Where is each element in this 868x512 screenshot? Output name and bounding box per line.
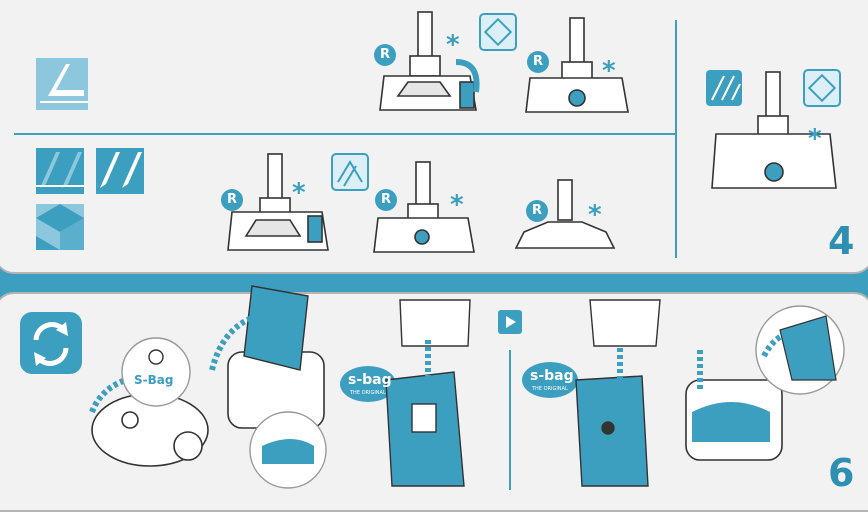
bag-holder-2: [575, 299, 661, 487]
s-bag-callout: [121, 337, 191, 407]
s-bag-logo-text-2: s-bag: [530, 368, 574, 384]
r-label-4: R: [381, 192, 392, 207]
step-number-4: 4: [828, 219, 855, 263]
nozzle-4: [227, 153, 329, 251]
r-label-3: R: [227, 192, 238, 207]
bag-holder-1: [385, 299, 471, 487]
r-badge-5: [526, 200, 548, 222]
replace-cycle-icon: [20, 312, 82, 374]
asterisk-5: *: [450, 190, 464, 220]
s-bag-logo-text-1: s-bag: [348, 372, 392, 388]
close-lid-arrow: [761, 329, 793, 358]
nozzle-1: [379, 11, 477, 111]
s-bag-callout-label: S-Bag: [134, 373, 174, 387]
nozzle-6: [514, 179, 616, 249]
vacuum-open: [227, 285, 327, 489]
vacuum-close-lid: [685, 305, 845, 461]
r-badge-4: [375, 189, 397, 211]
s-bag-tagline-2: THE ORIGINAL: [532, 386, 568, 392]
asterisk-4: *: [292, 178, 306, 208]
step-number-6: 6: [828, 451, 855, 495]
rotate-arrow-1: [455, 59, 480, 93]
r-label-5: R: [532, 203, 543, 218]
nozzle-2: [525, 17, 629, 113]
floor-hard-icon: [36, 58, 88, 110]
asterisk-1: *: [446, 30, 460, 60]
asterisk-6: *: [588, 200, 602, 230]
play-next-icon: [498, 310, 522, 334]
r-badge-3: [221, 189, 243, 211]
s-bag-logo-1: [340, 366, 396, 402]
rug-icon: [706, 69, 841, 107]
floor-tile-icon: [36, 204, 84, 250]
r-badge-2: [527, 51, 549, 73]
s-bag-logo-2: [522, 362, 578, 398]
carpet-pattern-icon: [479, 13, 517, 51]
r-badge-1: [374, 44, 396, 66]
vacuum-closed: [91, 393, 209, 467]
asterisk-3: *: [808, 124, 822, 154]
r-label-1: R: [380, 47, 391, 62]
s-bag-tagline-1: THE ORIGINAL: [350, 390, 386, 396]
open-lid-arrow: [209, 315, 254, 371]
nozzle-5: [373, 161, 475, 253]
nozzle-3: [711, 71, 837, 189]
carpet-pattern-icon-2: [331, 153, 369, 191]
floor-carpet-icon: [36, 148, 144, 194]
r-label-2: R: [533, 54, 544, 69]
asterisk-2: *: [602, 56, 616, 86]
